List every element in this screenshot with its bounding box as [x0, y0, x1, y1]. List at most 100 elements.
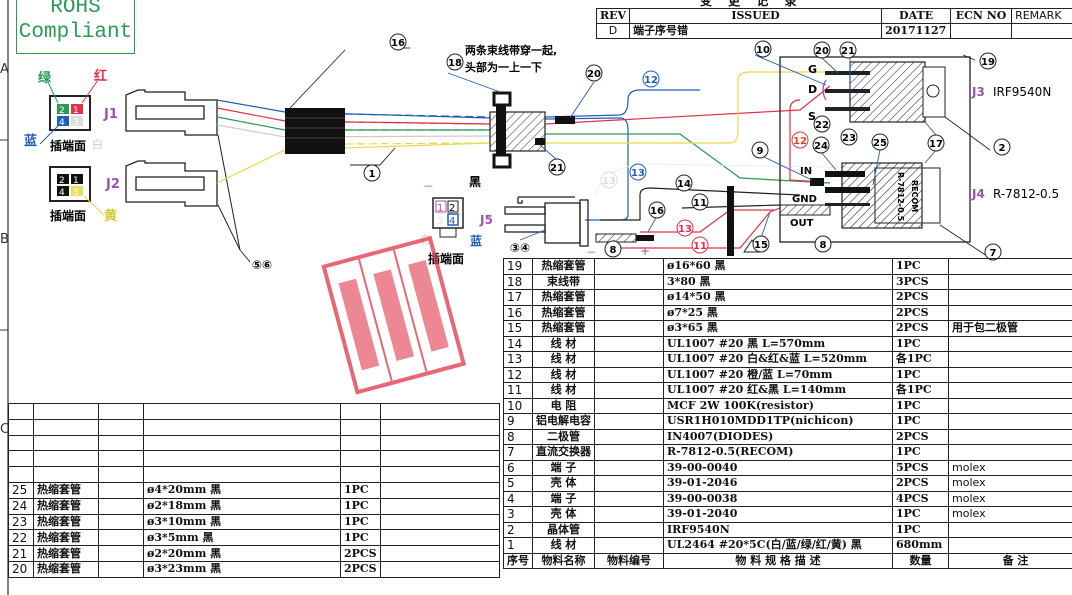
bom-item-code: [98, 545, 144, 562]
bom-item-name: 电 阻: [532, 397, 595, 414]
bom-item-code: [98, 481, 144, 499]
svg-text:19: 19: [981, 57, 995, 68]
bom-item-name: 热缩套管: [33, 545, 99, 562]
bom-item-qty: 1PC: [892, 258, 949, 275]
margin-letter-c: C: [0, 422, 10, 437]
bom-item-name: 端 子: [532, 459, 595, 476]
bom-item-code: [594, 444, 664, 461]
bom-item-name: 壳 体: [532, 506, 595, 523]
bom-header-cell: 物料名称: [532, 552, 595, 569]
bom-item-remark: [948, 289, 1072, 306]
bom-empty-cell: [98, 450, 144, 468]
bom-empty-cell: [379, 418, 501, 436]
bom-item-spec: ø3*65 黑: [663, 320, 893, 337]
label-j3-part: IRF9540N: [993, 85, 1051, 99]
bom-item-spec: UL1007 #20 橙/蓝 L=70mm: [663, 366, 893, 383]
bom-empty-cell: [98, 434, 144, 452]
svg-text:21: 21: [841, 46, 855, 57]
bom-empty-cell: [8, 466, 34, 483]
date-value: 20171127: [881, 23, 952, 39]
bom-item-no: 20: [8, 560, 34, 578]
balloon: 2: [993, 138, 1011, 156]
bom-item-spec: USR1H010MDD1TP(nichicon): [663, 413, 893, 430]
balloon: 22: [813, 115, 831, 133]
bom-item-name: 热缩套管: [33, 513, 99, 531]
bom-item-qty: 1PC: [340, 497, 381, 515]
label-j2: J2: [105, 177, 120, 192]
j2-mating-face: 2 1 4 3: [49, 166, 105, 216]
bom-header-cell: 物 料 规 格 描 述: [663, 552, 893, 569]
j2-housing: [125, 160, 218, 207]
balloon: 21: [548, 158, 566, 176]
bom-item-name: 束线带: [532, 273, 595, 290]
bom-item-qty: 3PCS: [892, 273, 949, 290]
balloon: 14: [675, 174, 693, 192]
cable-tie-vertical: [727, 186, 734, 256]
bom-item-name: 热缩套管: [33, 497, 99, 515]
pin-in: IN: [800, 166, 812, 177]
mosfet-irf9540n: [825, 61, 946, 123]
bom-item-qty: 2PCS: [340, 545, 381, 562]
pin-out: OUT: [790, 218, 814, 229]
bom-item-name: 热缩套管: [33, 529, 99, 547]
balloon: 7: [984, 243, 1002, 261]
bom-item-spec: ø2*18mm 黑: [143, 497, 341, 515]
bom-empty-cell: [8, 418, 34, 436]
bom-item-remark: [379, 545, 501, 562]
heat-shrink-sleeve-16: [285, 108, 345, 154]
bom-empty-cell: [379, 466, 501, 483]
balloon: 20: [813, 41, 831, 59]
svg-text:16: 16: [650, 206, 664, 217]
note-line1: 两条束线带穿一起,: [465, 43, 557, 57]
sleeve-21: [535, 138, 545, 145]
bom-item-name: 铝电解电容: [532, 413, 595, 430]
svg-text:14: 14: [677, 179, 691, 190]
bom-item-code: [594, 506, 664, 523]
balloon: 13: [676, 219, 694, 237]
rohs-compliant-badge: ROHS Compliant: [16, 0, 135, 54]
label-blue-j5: 蓝: [470, 233, 482, 248]
bom-item-qty: 1PC: [892, 521, 949, 538]
bom-empty-cell: [98, 466, 144, 483]
bom-item-code: [594, 320, 664, 337]
bom-item-no: 1: [503, 537, 533, 554]
bom-item-code: [594, 537, 664, 554]
bom-item-spec: UL2464 #20*5C(白/蓝/绿/红/黄) 黑: [663, 537, 893, 554]
label-green: 绿: [38, 70, 52, 86]
bom-item-spec: 39-00-0038: [663, 490, 893, 507]
bom-header-cell: 数量: [892, 552, 949, 569]
bom-empty-cell: [143, 403, 341, 420]
svg-text:4: 4: [59, 188, 65, 198]
bom-item-code: [594, 351, 664, 368]
svg-text:8: 8: [610, 245, 617, 256]
bom-item-spec: ø3*5mm 黑: [143, 529, 341, 547]
bom-item-remark: [948, 273, 1072, 290]
bom-item-name: 壳 体: [532, 475, 595, 492]
label-j4: J4: [971, 187, 985, 201]
balloon: 16: [389, 33, 407, 51]
bom-item-no: 24: [8, 497, 34, 515]
ecn-header: ECN NO: [950, 8, 1013, 24]
bom-header-row: 序号物料名称物料编号物 料 规 格 描 述数量备 注: [503, 552, 1072, 569]
note-line2: 头部为一上一下: [465, 60, 542, 74]
svg-text:2: 2: [999, 143, 1006, 154]
svg-text:8: 8: [820, 240, 827, 251]
balloon: 10: [754, 40, 772, 58]
bom-item-no: 16: [503, 304, 533, 321]
svg-text:4: 4: [59, 118, 65, 128]
svg-text:3: 3: [73, 188, 79, 198]
bom-item-qty: 1PC: [892, 444, 949, 461]
bom-item-qty: 680mm: [892, 537, 949, 554]
bom-empty-cell: [340, 403, 381, 420]
bom-item-remark: molex: [948, 475, 1072, 492]
svg-text:13: 13: [631, 168, 645, 179]
